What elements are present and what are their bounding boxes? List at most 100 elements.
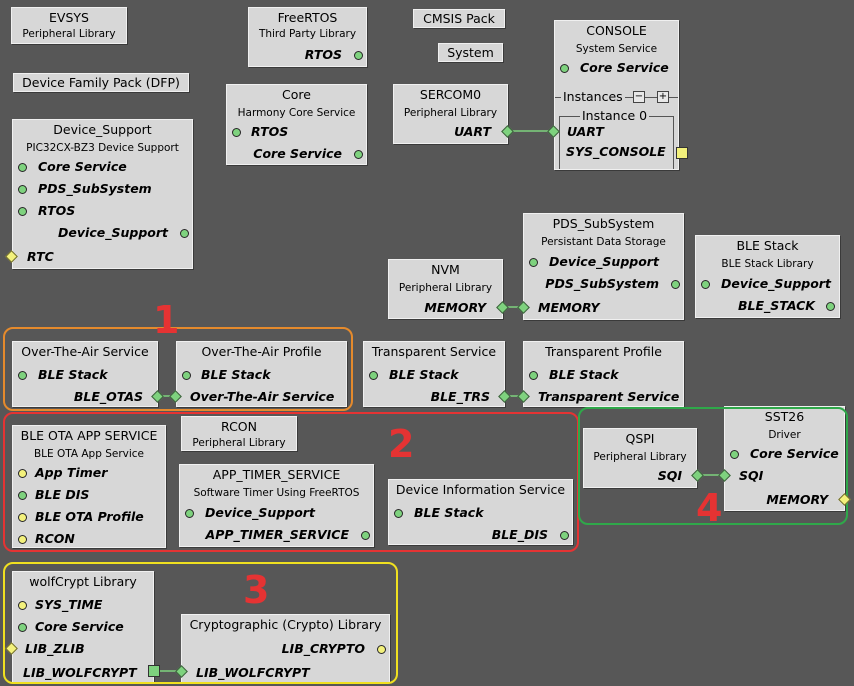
- connection-available-icon[interactable]: [232, 128, 241, 137]
- device-support-component[interactable]: Device_Support PIC32CX-BZ3 Device Suppor…: [12, 119, 193, 269]
- connection-optional-icon[interactable]: [676, 147, 688, 159]
- ble-stack-component[interactable]: BLE Stack BLE Stack Library Device_Suppo…: [695, 235, 840, 318]
- core-component[interactable]: Core Harmony Core Service RTOS Core Serv…: [226, 84, 367, 165]
- ota-service-component[interactable]: Over-The-Air Service BLE Stack BLE_OTAS: [12, 341, 158, 407]
- pds-subsystem-component[interactable]: PDS_SubSystem Persistant Data Storage De…: [523, 213, 684, 320]
- device-support-port-pds: PDS_SubSystem: [38, 181, 152, 196]
- wolfcrypt-port-core-service: Core Service: [35, 619, 124, 634]
- nvm-port-memory: MEMORY: [424, 300, 486, 315]
- connection-available-icon[interactable]: [18, 491, 27, 500]
- evsys-title: EVSYS: [49, 10, 89, 25]
- connection-available-icon[interactable]: [529, 258, 538, 267]
- nvm-component[interactable]: NVM Peripheral Library MEMORY: [388, 259, 503, 319]
- ble-stack-title: BLE Stack: [736, 238, 799, 253]
- freertos-port-rtos: RTOS: [304, 47, 342, 62]
- system-component[interactable]: System: [438, 43, 503, 62]
- core-title: Core: [282, 87, 311, 102]
- ota-profile-port-ble-stack: BLE Stack: [201, 367, 271, 382]
- connection-optional-icon[interactable]: [18, 535, 27, 544]
- transparent-profile-component[interactable]: Transparent Profile BLE Stack Transparen…: [523, 341, 684, 407]
- app-timer-subtitle: Software Timer Using FreeRTOS: [193, 487, 360, 499]
- add-instance-button[interactable]: +: [657, 91, 669, 103]
- connection-available-icon[interactable]: [18, 623, 27, 632]
- connection-available-icon[interactable]: [701, 280, 710, 289]
- sst26-component[interactable]: SST26 Driver Core Service SQI MEMORY: [724, 406, 845, 511]
- wolfcrypt-port-lib-zlib: LIB_ZLIB: [25, 641, 85, 656]
- connection-available-icon[interactable]: [826, 302, 835, 311]
- evsys-subtitle: Peripheral Library: [22, 28, 116, 40]
- trs-port-ble-trs: BLE_TRS: [430, 389, 490, 404]
- instances-label: Instances: [561, 89, 625, 104]
- device-support-port-device-support: Device_Support: [58, 225, 168, 240]
- connection-optional-icon[interactable]: [18, 513, 27, 522]
- rcon-component[interactable]: RCON Peripheral Library: [181, 416, 297, 451]
- wolfcrypt-library-component[interactable]: wolfCrypt Library SYS_TIME Core Service …: [12, 571, 154, 683]
- ota-profile-component[interactable]: Over-The-Air Profile BLE Stack Over-The-…: [176, 341, 347, 407]
- connection-available-icon[interactable]: [671, 280, 680, 289]
- connection-available-icon[interactable]: [730, 450, 739, 459]
- trp-port-transparent-service: Transparent Service: [538, 389, 680, 404]
- connection-available-icon[interactable]: [18, 371, 27, 380]
- connection-available-icon[interactable]: [18, 163, 27, 172]
- connection-available-icon[interactable]: [354, 51, 363, 60]
- connection-available-icon[interactable]: [354, 150, 363, 159]
- core-port-core-service: Core Service: [253, 146, 342, 161]
- connection-available-icon[interactable]: [18, 185, 27, 194]
- connection-available-icon[interactable]: [369, 371, 378, 380]
- pds-subtitle: Persistant Data Storage: [541, 236, 666, 248]
- connection-available-icon[interactable]: [18, 207, 27, 216]
- group-3-frame: [3, 562, 398, 684]
- nvm-subtitle: Peripheral Library: [398, 282, 493, 294]
- connection-optional-icon[interactable]: [18, 469, 27, 478]
- connection-available-icon[interactable]: [182, 371, 191, 380]
- device-support-port-rtos: RTOS: [38, 203, 76, 218]
- console-component[interactable]: CONSOLE System Service Core Service Inst…: [554, 20, 688, 170]
- connection-available-icon[interactable]: [560, 64, 569, 73]
- device-information-service-component[interactable]: Device Information Service BLE Stack BLE…: [388, 479, 573, 545]
- sercom0-title: SERCOM0: [419, 87, 482, 102]
- connection-available-icon[interactable]: [361, 531, 370, 540]
- connection-optional-icon[interactable]: [18, 601, 27, 610]
- crypto-title: Cryptographic (Crypto) Library: [189, 617, 382, 632]
- device-support-port-core-service: Core Service: [38, 159, 127, 174]
- crypto-port-lib-crypto: LIB_CRYPTO: [281, 641, 365, 656]
- remove-instance-button[interactable]: −: [633, 91, 645, 103]
- ota-app-port-rcon: RCON: [35, 531, 75, 546]
- connection-available-icon[interactable]: [185, 509, 194, 518]
- ota-app-port-ble-ota-profile: BLE OTA Profile: [35, 509, 144, 524]
- instance-0-label[interactable]: Instance 0: [580, 108, 650, 123]
- qspi-subtitle: Peripheral Library: [593, 451, 687, 463]
- ota-app-port-ble-dis: BLE DIS: [35, 487, 90, 502]
- sercom0-subtitle: Peripheral Library: [403, 107, 498, 119]
- freertos-component[interactable]: FreeRTOS Third Party Library RTOS: [248, 7, 367, 67]
- group-1-number: 1: [153, 298, 180, 342]
- dfp-component[interactable]: Device Family Pack (DFP): [13, 73, 189, 92]
- connection-optional-icon[interactable]: [377, 645, 386, 654]
- transparent-service-component[interactable]: Transparent Service BLE Stack BLE_TRS: [363, 341, 505, 407]
- ble-ota-app-service-component[interactable]: BLE OTA APP SERVICE BLE OTA App Service …: [12, 425, 166, 548]
- group-4-frame: [578, 407, 848, 525]
- connected-port-icon[interactable]: [148, 665, 160, 677]
- app-timer-service-component[interactable]: APP_TIMER_SERVICE Software Timer Using F…: [179, 464, 374, 547]
- connection-available-icon[interactable]: [560, 531, 569, 540]
- sst26-title: SST26: [764, 409, 805, 424]
- evsys-component[interactable]: EVSYS Peripheral Library: [11, 7, 127, 44]
- ota-service-title: Over-The-Air Service: [21, 344, 149, 359]
- sst26-port-memory: MEMORY: [766, 492, 828, 507]
- crypto-library-component[interactable]: Cryptographic (Crypto) Library LIB_CRYPT…: [181, 614, 390, 683]
- wolfcrypt-port-lib-wolfcrypt: LIB_WOLFCRYPT: [23, 665, 137, 680]
- connection-available-icon[interactable]: [180, 229, 189, 238]
- qspi-component[interactable]: QSPI Peripheral Library SQI: [583, 428, 697, 488]
- connection-available-icon[interactable]: [529, 371, 538, 380]
- qspi-title: QSPI: [625, 431, 655, 446]
- console-port-uart: UART: [567, 124, 604, 139]
- connection-available-icon[interactable]: [394, 509, 403, 518]
- sercom0-component[interactable]: SERCOM0 Peripheral Library UART: [393, 84, 508, 144]
- cmsis-pack-component[interactable]: CMSIS Pack: [413, 9, 505, 28]
- group-2-frame: [3, 412, 579, 552]
- crypto-port-lib-wolfcrypt: LIB_WOLFCRYPT: [196, 665, 310, 680]
- pds-port-device-support: Device_Support: [549, 254, 659, 269]
- qspi-port-sqi: SQI: [657, 468, 682, 483]
- sercom0-port-uart: UART: [454, 124, 491, 139]
- device-support-title: Device_Support: [53, 122, 152, 137]
